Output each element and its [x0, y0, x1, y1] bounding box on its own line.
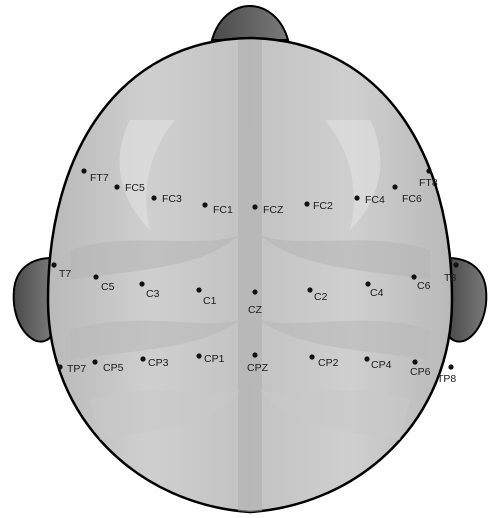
- electrode-T8-label: T8: [444, 272, 456, 284]
- electrode-C4-dot: [365, 281, 370, 286]
- right-ear-shape: [448, 258, 486, 342]
- electrode-C6-label: C6: [417, 280, 431, 292]
- left-ear-shape: [14, 258, 52, 342]
- electrode-T8-dot: [453, 262, 458, 267]
- electrode-CP6-label: CP6: [410, 366, 431, 378]
- electrode-FT7-dot: [81, 168, 86, 173]
- electrode-TP8-label: TP8: [437, 373, 456, 385]
- electrode-FC2-label: FC2: [313, 200, 333, 212]
- electrode-C4-label: C4: [370, 287, 384, 299]
- electrode-CP2-dot: [309, 354, 314, 359]
- electrode-FT8-dot: [426, 168, 431, 173]
- electrode-C2-dot: [307, 287, 312, 292]
- electrode-FCZ-dot: [252, 204, 257, 209]
- electrode-C3-label: C3: [146, 288, 160, 300]
- electrode-FC2-dot: [304, 201, 309, 206]
- electrode-CP1-dot: [196, 353, 201, 358]
- electrode-FC4-dot: [354, 195, 359, 200]
- electrode-CP4-label: CP4: [371, 359, 392, 371]
- nose-shape: [212, 6, 288, 40]
- electrode-CP6-dot: [412, 359, 417, 364]
- electrode-FT7-label: FT7: [90, 172, 109, 184]
- electrode-C1-dot: [196, 287, 201, 292]
- electrode-FC1-label: FC1: [213, 204, 233, 216]
- electrode-T7-label: T7: [59, 268, 71, 280]
- electrode-C1-label: C1: [203, 295, 217, 307]
- electrode-CZ-label: CZ: [248, 304, 263, 316]
- electrode-CP1-label: CP1: [204, 353, 225, 365]
- electrode-T7-dot: [51, 262, 56, 267]
- electrode-C3-dot: [139, 281, 144, 286]
- electrode-FC5-label: FC5: [125, 182, 145, 194]
- electrode-C2-label: C2: [314, 291, 328, 303]
- electrode-C5-label: C5: [101, 281, 115, 293]
- electrode-FC3-label: FC3: [162, 193, 182, 205]
- electrode-CPZ-label: CPZ: [247, 362, 269, 374]
- electrode-TP7-dot: [57, 364, 62, 369]
- electrode-CP4-dot: [364, 356, 369, 361]
- electrode-FCZ-label: FCZ: [263, 204, 284, 216]
- electrode-FC4-label: FC4: [365, 194, 385, 206]
- electrode-C6-dot: [411, 274, 416, 279]
- electrode-FC3-dot: [151, 195, 156, 200]
- electrode-C5-dot: [93, 274, 98, 279]
- electrode-FT8-label: FT8: [419, 177, 438, 189]
- electrode-CZ-dot: [252, 289, 257, 294]
- electrode-TP8-dot: [448, 364, 453, 369]
- electrode-FC6-label: FC6: [402, 193, 422, 205]
- electrode-CP3-dot: [140, 356, 145, 361]
- electrode-CP5-dot: [92, 359, 97, 364]
- electrode-FC1-dot: [202, 202, 207, 207]
- electrode-CPZ-dot: [252, 352, 257, 357]
- electrode-CP5-label: CP5: [103, 362, 124, 374]
- electrode-TP7-label: TP7: [67, 363, 86, 375]
- electrode-CP2-label: CP2: [318, 357, 339, 369]
- electrode-CP3-label: CP3: [148, 357, 169, 369]
- electrode-FC6-dot: [392, 184, 397, 189]
- electrode-FC5-dot: [114, 184, 119, 189]
